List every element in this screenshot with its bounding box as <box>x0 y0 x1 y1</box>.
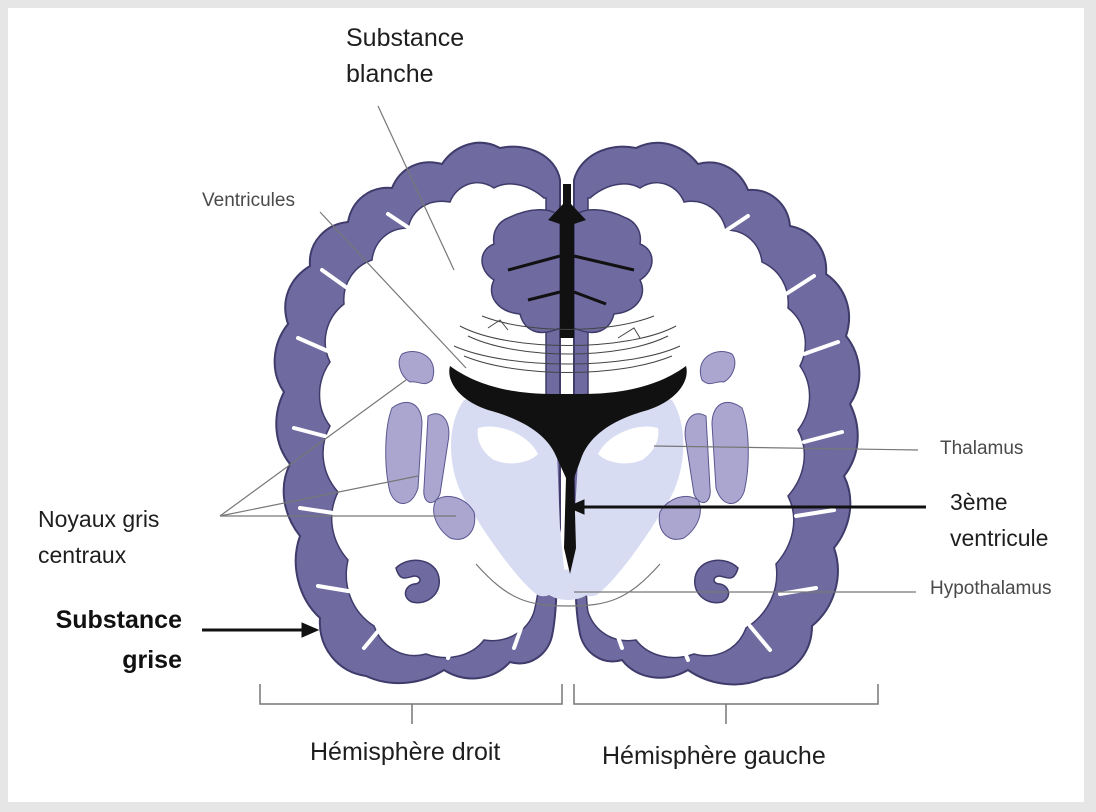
label-thalamus: Thalamus <box>940 438 1023 460</box>
brain-diagram <box>8 8 1084 802</box>
arrow-grey-matter-head <box>302 623 318 637</box>
label-third-ventricle-line1: 3ème <box>950 488 1008 516</box>
label-ventricles: Ventricules <box>202 190 295 212</box>
label-grey-matter-line1: Substance <box>24 606 182 634</box>
label-white-matter-line2: blanche <box>346 60 434 88</box>
brain-coronal-section-figure: Substance blanche Ventricules Thalamus 3… <box>8 8 1084 802</box>
label-white-matter-line1: Substance <box>346 24 464 52</box>
label-third-ventricle-line2: ventricule <box>950 524 1048 552</box>
bracket-right-hemisphere <box>260 684 562 724</box>
label-left-hemisphere: Hémisphère gauche <box>602 742 826 770</box>
label-basal-ganglia-line1: Noyaux gris <box>38 505 159 533</box>
label-right-hemisphere: Hémisphère droit <box>310 738 500 766</box>
hemisphere-brackets <box>260 684 878 724</box>
label-grey-matter-line2: grise <box>24 646 182 674</box>
label-basal-ganglia-line2: centraux <box>38 541 126 569</box>
label-hypothalamus: Hypothalamus <box>930 578 1051 600</box>
bracket-left-hemisphere <box>574 684 878 724</box>
